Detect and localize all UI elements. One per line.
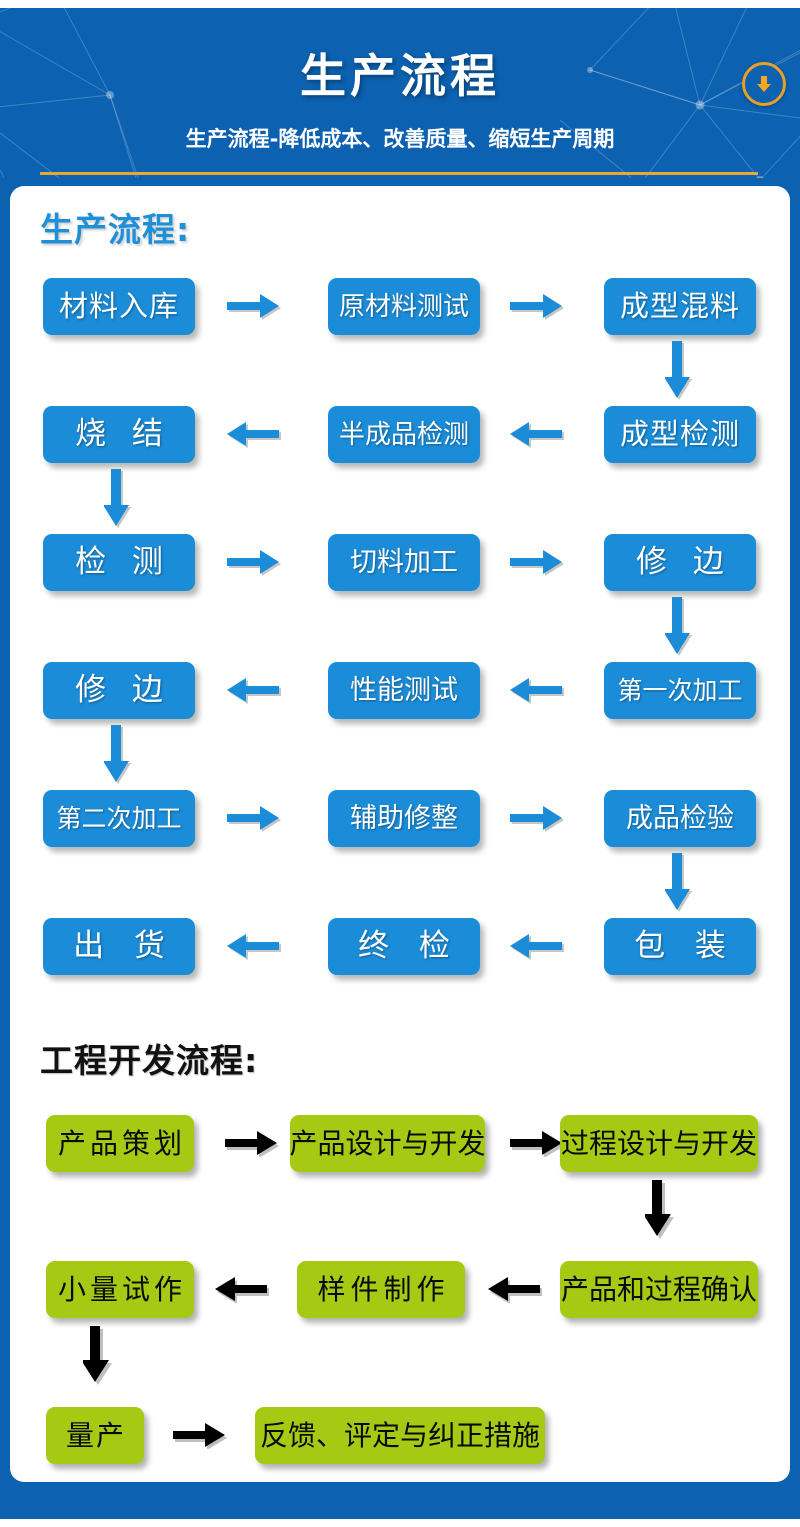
- arrow-left-icon: [488, 1277, 546, 1303]
- flow-node-first-machining[interactable]: 第一次加工: [604, 662, 756, 719]
- eng-node-product-design-development[interactable]: 产品设计与开发: [290, 1115, 486, 1172]
- arrow-right-icon: [227, 806, 285, 832]
- arrow-right-icon: [227, 550, 285, 576]
- arrow-down-icon: [645, 1180, 677, 1242]
- eng-node-sample-making[interactable]: 样件制作: [297, 1261, 465, 1318]
- eng-node-product-process-validation[interactable]: 产品和过程确认: [560, 1261, 758, 1318]
- arrow-right-icon: [510, 1131, 568, 1157]
- arrow-down-icon: [104, 725, 136, 787]
- arrow-down-icon: [665, 341, 697, 403]
- flow-node-forming-inspection[interactable]: 成型检测: [604, 406, 756, 463]
- flow-node-semi-finished-inspection[interactable]: 半成品检测: [328, 406, 480, 463]
- flow-node-second-machining[interactable]: 第二次加工: [43, 790, 195, 847]
- flow-node-shipment[interactable]: 出 货: [43, 918, 195, 975]
- eng-node-process-design-development[interactable]: 过程设计与开发: [560, 1115, 758, 1172]
- header-divider: [40, 172, 758, 175]
- arrow-right-icon: [173, 1423, 231, 1449]
- page-title: 生产流程: [300, 49, 500, 103]
- flow-node-raw-material-test[interactable]: 原材料测试: [328, 278, 480, 335]
- arrow-left-icon: [227, 678, 285, 704]
- flow-node-cutting-process[interactable]: 切料加工: [328, 534, 480, 591]
- section-heading-production: 生产流程:: [40, 210, 191, 249]
- flow-node-auxiliary-finishing[interactable]: 辅助修整: [328, 790, 480, 847]
- arrow-down-icon: [665, 597, 697, 659]
- arrow-right-icon: [227, 294, 285, 320]
- flow-node-trimming-1[interactable]: 修 边: [604, 534, 756, 591]
- arrow-down-icon: [83, 1326, 115, 1388]
- arrow-right-icon: [510, 550, 568, 576]
- arrow-right-icon: [510, 294, 568, 320]
- eng-node-small-batch-trial[interactable]: 小量试作: [46, 1261, 194, 1318]
- eng-node-product-planning[interactable]: 产品策划: [46, 1115, 194, 1172]
- content-card: 生产流程: 材料入库 原材料测试 成型混料 烧 结: [10, 186, 790, 1482]
- flow-node-final-product-inspection[interactable]: 成品检验: [604, 790, 756, 847]
- arrow-left-icon: [215, 1277, 273, 1303]
- arrow-left-icon: [510, 678, 568, 704]
- page-header: 生产流程 生产流程-降低成本、改善质量、缩短生产周期: [0, 0, 800, 178]
- flow-node-trimming-2[interactable]: 修 边: [43, 662, 195, 719]
- flow-node-sintering[interactable]: 烧 结: [43, 406, 195, 463]
- flow-node-forming-mix[interactable]: 成型混料: [604, 278, 756, 335]
- section-heading-engineering: 工程开发流程:: [40, 1041, 259, 1080]
- flow-node-packaging[interactable]: 包 装: [604, 918, 756, 975]
- arrow-left-icon: [510, 934, 568, 960]
- flow-node-final-check[interactable]: 终 检: [328, 918, 480, 975]
- flow-node-material-inbound[interactable]: 材料入库: [43, 278, 195, 335]
- flow-node-inspection[interactable]: 检 测: [43, 534, 195, 591]
- arrow-right-icon: [510, 806, 568, 832]
- arrow-left-icon: [227, 422, 285, 448]
- page-subtitle: 生产流程-降低成本、改善质量、缩短生产周期: [185, 127, 615, 151]
- arrow-left-icon: [510, 422, 568, 448]
- flow-node-performance-test[interactable]: 性能测试: [328, 662, 480, 719]
- eng-node-mass-production[interactable]: 量产: [46, 1407, 144, 1464]
- download-arrow-icon[interactable]: [742, 62, 786, 106]
- eng-node-feedback-evaluation-corrective[interactable]: 反馈、评定与纠正措施: [255, 1407, 545, 1464]
- arrow-down-icon: [104, 469, 136, 531]
- arrow-right-icon: [225, 1131, 283, 1157]
- arrow-left-icon: [227, 934, 285, 960]
- arrow-down-icon: [665, 853, 697, 915]
